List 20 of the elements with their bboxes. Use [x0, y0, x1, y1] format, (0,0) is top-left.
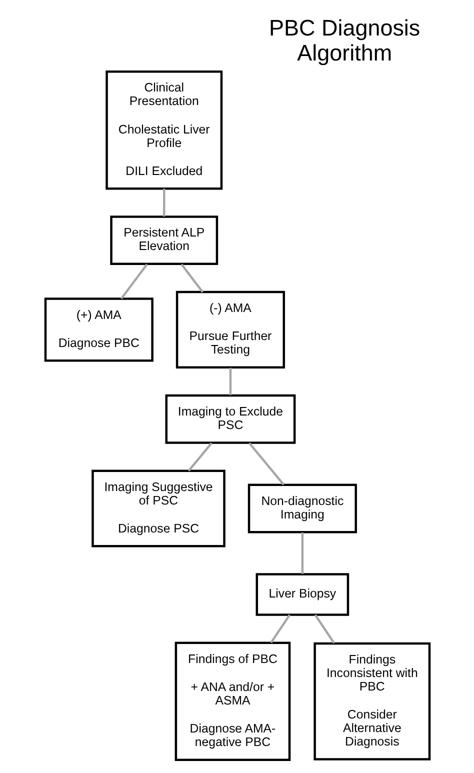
- connector: [187, 442, 212, 472]
- connector: [228, 368, 232, 396]
- connector: [300, 532, 304, 574]
- node-box: Clinical Presentation Cholestatic Liver Profile DILI Excluded: [105, 70, 222, 190]
- node-box: Non-diagnostic Imaging: [247, 484, 356, 534]
- connector: [180, 264, 204, 293]
- node-box: Persistent ALP Elevation: [110, 216, 218, 266]
- node-box: Findings Inconsistent with PBC Consider Alternative Diagnosis: [313, 642, 430, 760]
- node-box: Imaging to Exclude PSC: [164, 394, 296, 444]
- connector: [120, 264, 148, 300]
- node-box: (-) AMA Pursue Further Testing: [175, 290, 284, 368]
- connector: [270, 614, 290, 644]
- connector: [314, 614, 335, 644]
- node-box: Imaging Suggestive of PSC Diagnose PSC: [91, 470, 225, 548]
- connector: [248, 442, 284, 486]
- diagram-title: PBC Diagnosis Algorithm: [268, 16, 420, 66]
- node-box: (+) AMA Diagnose PBC: [44, 298, 153, 362]
- connector: [162, 188, 165, 217]
- node-box: Findings of PBC + ANA and/or + ASMA Diagnose AMA-negative PBC: [174, 642, 290, 761]
- node-box: Liver Biopsy: [255, 573, 349, 616]
